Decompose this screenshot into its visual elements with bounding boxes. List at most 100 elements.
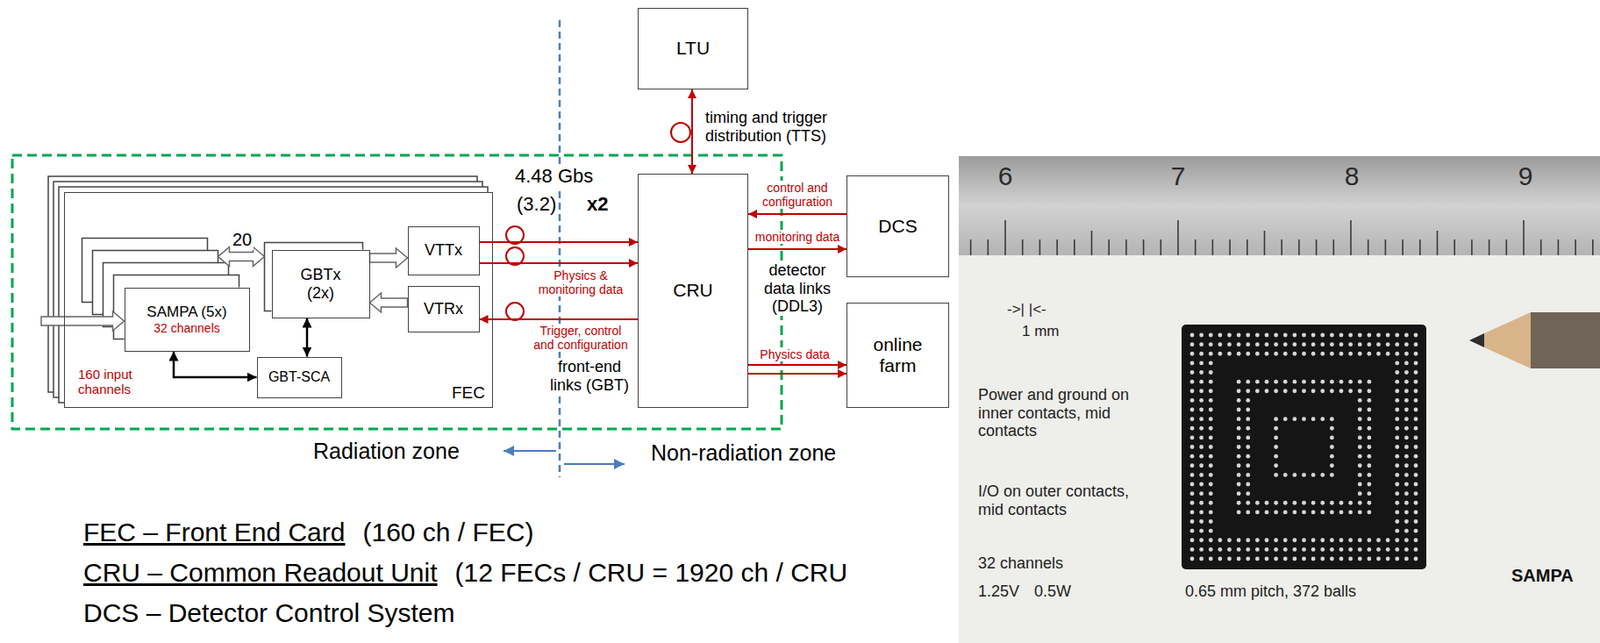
signal-arrow	[479, 318, 639, 321]
solder-ball	[1357, 444, 1363, 450]
solder-ball	[1394, 342, 1400, 347]
solder-ball	[1366, 379, 1372, 385]
solder-ball	[1385, 333, 1391, 338]
chip-note: I/O on outer contacts, mid contacts	[976, 482, 1160, 519]
link-name: front-end links (GBT)	[541, 357, 638, 394]
solder-ball	[1404, 407, 1409, 413]
solder-ball	[1245, 407, 1250, 413]
solder-ball	[1190, 360, 1195, 365]
solder-ball	[1329, 472, 1335, 478]
solder-ball	[1404, 463, 1409, 468]
solder-ball	[1385, 342, 1391, 347]
solder-ball	[1301, 472, 1307, 478]
ruler-digit: 8	[1342, 161, 1362, 193]
signal-arrow	[748, 372, 847, 375]
glossary-term: DCS – Detector Control System	[81, 598, 457, 629]
ruler-tick	[1280, 239, 1283, 256]
solder-ball	[1199, 398, 1204, 403]
data-bus-arrow	[370, 248, 408, 268]
solder-ball	[1394, 519, 1400, 524]
glossary-note: (160 ch / FEC)	[360, 517, 536, 549]
solder-ball	[1348, 509, 1353, 515]
ruler-tick	[1107, 239, 1110, 256]
solder-ball	[1236, 482, 1242, 487]
solder-ball	[1190, 444, 1195, 450]
solder-ball	[1264, 509, 1270, 515]
solder-ball	[1273, 454, 1279, 459]
solder-ball	[1236, 547, 1242, 552]
solder-ball	[1311, 472, 1316, 478]
solder-ball	[1236, 416, 1242, 422]
solder-ball	[1404, 472, 1409, 478]
solder-ball	[1404, 370, 1409, 375]
solder-ball	[1264, 388, 1270, 393]
solder-ball	[1394, 500, 1400, 506]
solder-ball	[1236, 557, 1242, 562]
solder-ball	[1404, 444, 1409, 450]
solder-ball	[1199, 482, 1204, 487]
solder-ball	[1190, 351, 1195, 357]
solder-ball	[1199, 342, 1204, 347]
ruler-tick	[1540, 239, 1543, 256]
link-name: detector data links (DDL3)	[751, 261, 843, 316]
solder-ball	[1199, 519, 1204, 524]
stacked-card	[114, 275, 240, 340]
solder-ball	[1190, 342, 1195, 347]
solder-ball	[1404, 537, 1409, 543]
ruler-tick	[1453, 239, 1456, 256]
ruler-tick	[1194, 239, 1197, 256]
solder-ball	[1208, 351, 1214, 357]
pencil-wood	[1484, 312, 1531, 369]
ruler-tick	[1592, 239, 1594, 256]
solder-ball	[1414, 398, 1419, 403]
solder-ball	[1414, 333, 1419, 338]
box-label: GBTx (2x)	[296, 265, 346, 302]
solder-ball	[1208, 491, 1214, 496]
solder-ball	[1376, 537, 1381, 543]
solder-ball	[1199, 547, 1204, 552]
ruler-tick	[1315, 239, 1318, 256]
edge-label: control and configuration	[751, 180, 843, 209]
solder-ball	[1366, 482, 1372, 487]
bus-width: 20	[230, 229, 254, 250]
solder-ball	[1199, 435, 1204, 440]
solder-ball	[1414, 342, 1419, 347]
solder-ball	[1236, 472, 1242, 478]
ruler-digit: 7	[1169, 161, 1188, 193]
solder-ball	[1404, 500, 1409, 506]
solder-ball	[1404, 360, 1409, 365]
solder-ball	[1283, 472, 1288, 478]
solder-ball	[1329, 509, 1335, 515]
solder-ball	[1264, 342, 1270, 347]
solder-ball	[1357, 500, 1363, 506]
solder-ball	[1217, 537, 1222, 543]
ruler-tick	[1506, 239, 1508, 256]
solder-ball	[1292, 557, 1297, 562]
solder-ball	[1190, 463, 1195, 468]
solder-ball	[1394, 426, 1400, 431]
solder-ball	[1329, 351, 1335, 357]
solder-ball	[1292, 500, 1297, 506]
solder-ball	[1404, 519, 1409, 524]
zone-boundary	[558, 20, 562, 478]
solder-ball	[1264, 537, 1270, 543]
solder-ball	[1404, 379, 1409, 385]
solder-ball	[1414, 537, 1419, 543]
solder-ball	[1394, 491, 1400, 496]
solder-ball	[1301, 557, 1307, 562]
edge-label: Trigger, control and configuration	[527, 323, 635, 352]
solder-ball	[1404, 416, 1409, 422]
solder-ball	[1357, 342, 1363, 347]
solder-ball	[1236, 398, 1242, 403]
chip-note: 0.5W	[1032, 582, 1073, 601]
solder-ball	[1273, 379, 1279, 385]
solder-ball	[1329, 342, 1335, 347]
solder-ball	[1357, 472, 1363, 478]
link-rate: 4.48 Gbs	[513, 164, 595, 187]
solder-ball	[1366, 463, 1372, 468]
solder-ball	[1376, 333, 1381, 338]
solder-ball	[1339, 500, 1344, 506]
solder-ball	[1236, 509, 1242, 515]
ruler-tick	[1574, 239, 1577, 256]
solder-ball	[1357, 509, 1363, 515]
